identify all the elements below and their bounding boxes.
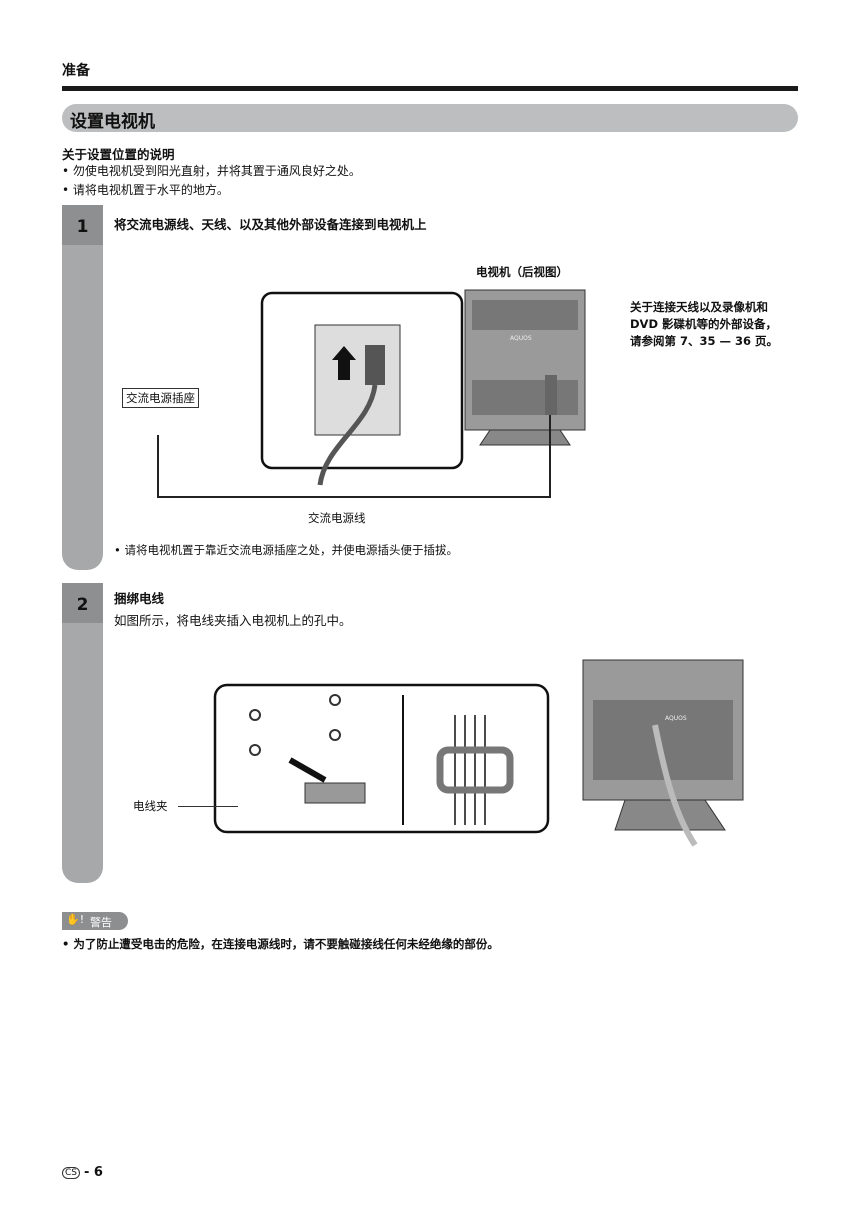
power-cord [317, 384, 378, 486]
step1-sidebar [62, 205, 103, 570]
cable-clamp-illustration: AQUOS [213, 659, 744, 847]
outlet-label: 交流电源插座 [122, 388, 199, 408]
tv-vents [472, 300, 578, 330]
plug [365, 345, 385, 385]
page-title: 设置电视机 [70, 112, 155, 132]
clamp-inset [213, 683, 550, 834]
step2-text: 如图所示，将电线夹插入电视机上的孔中。 [114, 613, 352, 628]
step2-heading: 捆绑电线 [114, 591, 165, 606]
tv-brand-logo: AQUOS [510, 335, 532, 342]
arrow-up-icon [332, 346, 356, 380]
step1-number: 1 [62, 205, 103, 245]
step2-number: 2 [62, 583, 103, 623]
section-heading: 准备 [62, 63, 90, 79]
mount-holes [249, 694, 341, 756]
tv-brand-logo: AQUOS [665, 715, 687, 722]
warning-badge-label: 警告 [90, 916, 112, 929]
bullet-item: • 勿使电视机受到阳光直射，并将其置于通风良好之处。 [62, 164, 361, 178]
clamp-label: 电线夹 [133, 799, 168, 813]
bundled-cables [652, 724, 698, 847]
tv-rear-view-label: 电视机（后视图） [476, 265, 568, 279]
step1-heading: 将交流电源线、天线、以及其他外部设备连接到电视机上 [114, 217, 427, 232]
divider [62, 86, 798, 91]
bullet-item: • 请将电视机置于靠近交流电源插座之处，并使电源插头便于插拔。 [114, 543, 458, 557]
cord-label: 交流电源线 [308, 511, 366, 525]
warning-text: • 为了防止遭受电击的危险，在连接电源线时，请不要触碰接线任何未经绝缘的部份。 [62, 937, 499, 951]
arrow-icon [288, 757, 327, 783]
plug-on-tv [545, 375, 557, 415]
leader-line [178, 806, 238, 807]
cord-path [157, 415, 551, 498]
cable-bundle [454, 715, 486, 825]
cable-clamp [304, 782, 366, 804]
tv-stand [614, 799, 726, 831]
hand-warning-icon: ✋! [66, 913, 85, 926]
warning-badge: ✋! 警告 [62, 912, 128, 930]
page-title-bar: 设置电视机 [62, 104, 798, 132]
power-connection-illustration: AQUOS [157, 289, 586, 498]
tv-stand [479, 429, 571, 446]
bullet-item: • 请将电视机置于水平的地方。 [62, 183, 229, 197]
placement-heading: 关于设置位置的说明 [62, 147, 175, 162]
page-number: - 6 [84, 1165, 103, 1180]
language-badge: CS [62, 1167, 80, 1179]
clamp-on-cables [436, 746, 514, 794]
tv-vents [472, 380, 578, 415]
step2-sidebar [62, 583, 103, 883]
